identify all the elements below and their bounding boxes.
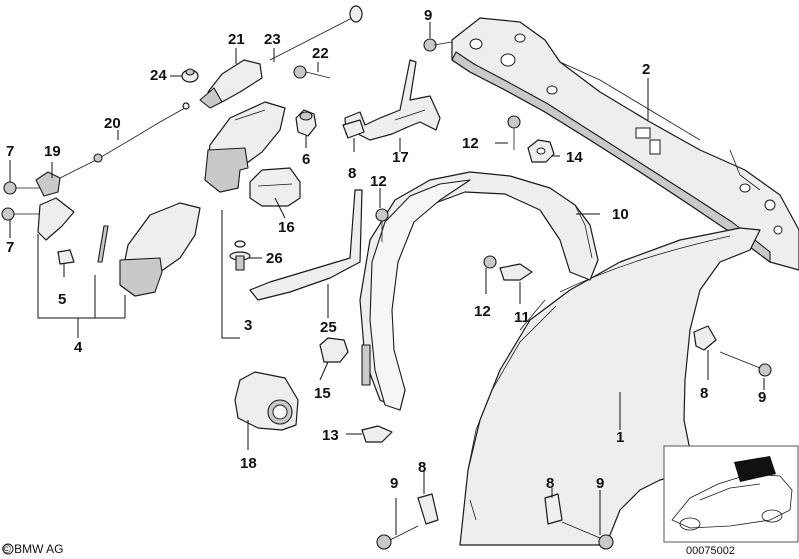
callout-10: 10 bbox=[612, 206, 629, 223]
callout-23: 23 bbox=[264, 31, 281, 48]
callout-20: 20 bbox=[104, 115, 121, 132]
figure-number: 00075002 bbox=[686, 545, 735, 557]
callout-4: 4 bbox=[74, 339, 83, 356]
callout-9-right: 9 bbox=[758, 389, 766, 406]
callout-8-bottom-right: 8 bbox=[546, 475, 554, 492]
bracket-7 bbox=[37, 197, 75, 241]
callout-9-bottom-left: 9 bbox=[390, 475, 398, 492]
callout-8-bottom-left: 8 bbox=[418, 459, 426, 476]
clip-5 bbox=[57, 249, 75, 265]
screw-22 bbox=[293, 65, 331, 79]
locator-inset: 00075002 bbox=[663, 445, 799, 557]
bracket bbox=[344, 59, 441, 141]
callout-labels: 1 2 3 4 5 6 7 7 8 8 8 8 9 9 9 9 10 11 12… bbox=[6, 7, 766, 492]
screw-12-lower bbox=[483, 255, 497, 269]
callout-12-lower: 12 bbox=[474, 303, 491, 320]
rod-23 bbox=[269, 5, 363, 61]
callout-12-middle: 12 bbox=[370, 173, 387, 190]
callout-25: 25 bbox=[320, 319, 337, 336]
callout-13: 13 bbox=[322, 427, 339, 444]
callout-15: 15 bbox=[314, 385, 331, 402]
footer: © BMW AG bbox=[2, 542, 64, 556]
callout-6: 6 bbox=[302, 151, 310, 168]
screw-9-bottom-right bbox=[561, 521, 614, 550]
callout-5: 5 bbox=[58, 291, 66, 308]
wheel-arch-liner bbox=[359, 171, 599, 411]
screw-9-right bbox=[719, 351, 772, 377]
clip-11 bbox=[499, 263, 533, 281]
highlight-area bbox=[734, 456, 776, 482]
callout-14: 14 bbox=[566, 149, 583, 166]
rear-side-member bbox=[451, 17, 799, 271]
callout-11: 11 bbox=[514, 309, 530, 326]
hex-nut bbox=[527, 139, 555, 163]
bushing bbox=[35, 171, 61, 197]
screw-12-upper bbox=[507, 115, 521, 150]
clip-8-bottom-right bbox=[544, 493, 563, 525]
callout-21: 21 bbox=[228, 31, 245, 48]
copyright-icon bbox=[2, 543, 14, 555]
leader-lines bbox=[9, 22, 765, 535]
callout-17: 17 bbox=[392, 149, 409, 166]
screw-12-middle bbox=[375, 208, 389, 242]
callout-7-upper: 7 bbox=[6, 143, 14, 160]
screw-7-upper bbox=[3, 181, 40, 195]
callout-26: 26 bbox=[266, 250, 283, 267]
trim-strip-4 bbox=[97, 225, 109, 263]
callout-2: 2 bbox=[642, 61, 650, 78]
callout-12-upper: 12 bbox=[462, 135, 479, 152]
screw-7-lower bbox=[1, 207, 40, 221]
callout-1: 1 bbox=[616, 429, 624, 446]
clip-8-bottom-left bbox=[417, 493, 439, 525]
callout-24: 24 bbox=[150, 67, 167, 84]
callout-3: 3 bbox=[244, 317, 252, 334]
clip-8-upper bbox=[342, 119, 365, 139]
plug bbox=[319, 337, 349, 363]
callout-19: 19 bbox=[44, 143, 61, 160]
callout-22: 22 bbox=[312, 45, 329, 62]
lock-actuator bbox=[199, 59, 263, 109]
cable-grommet bbox=[181, 68, 199, 83]
clip-13 bbox=[361, 425, 393, 443]
trunk-lining-lower bbox=[119, 202, 201, 297]
screw-9-bottom-left bbox=[376, 525, 419, 550]
trunk-lining-upper bbox=[204, 101, 286, 193]
expanding-rivet bbox=[229, 240, 251, 271]
clip-8-right bbox=[693, 325, 717, 351]
screw-9-top bbox=[423, 38, 453, 52]
copyright-text: © BMW AG bbox=[2, 542, 64, 556]
callout-8-upper: 8 bbox=[348, 165, 356, 182]
callout-18: 18 bbox=[240, 455, 257, 472]
callout-16: 16 bbox=[278, 219, 295, 236]
grommet bbox=[295, 109, 317, 137]
callout-8-right: 8 bbox=[700, 385, 708, 402]
callout-9-top: 9 bbox=[424, 7, 432, 24]
trim-piece bbox=[234, 371, 299, 431]
closing-plate bbox=[249, 189, 363, 301]
callout-9-bottom-right: 9 bbox=[596, 475, 604, 492]
bowden-cable bbox=[59, 102, 190, 179]
cover-cap bbox=[249, 167, 301, 207]
callout-7-lower: 7 bbox=[6, 239, 14, 256]
